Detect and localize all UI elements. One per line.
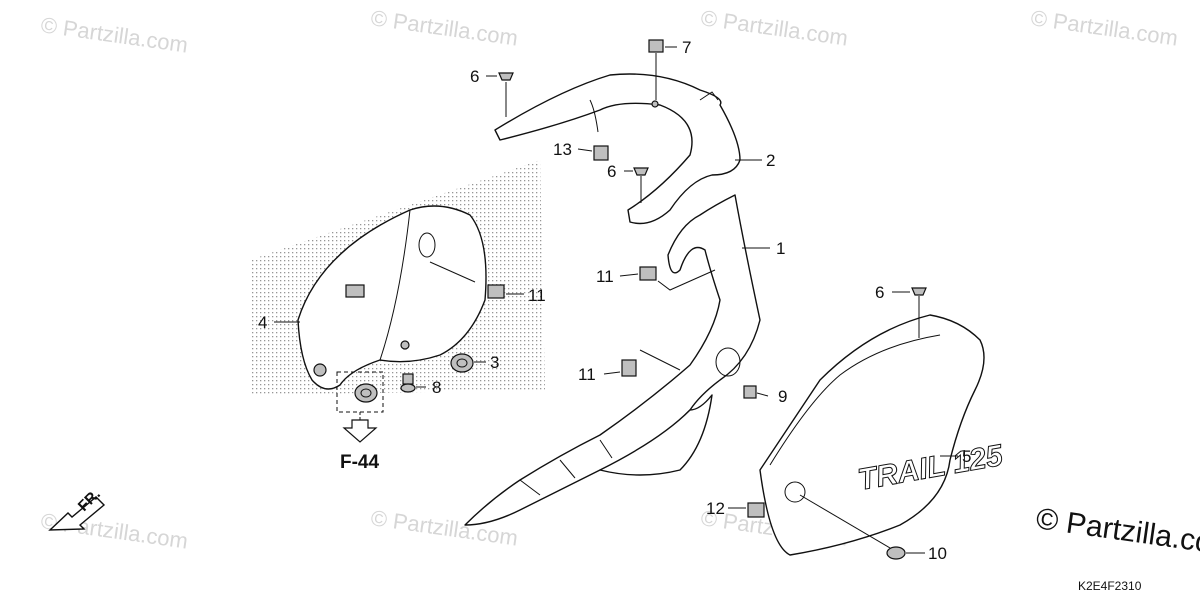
callout-4: 4 xyxy=(258,313,267,332)
part-7-nut xyxy=(648,39,664,53)
watermark: © Partzilla.com xyxy=(699,5,849,50)
part-2-grab-rail xyxy=(494,73,741,225)
reference-label: F-44 xyxy=(340,452,380,473)
callout-6c: 6 xyxy=(875,283,884,302)
callout-5: 5 xyxy=(962,447,971,466)
callout-3: 3 xyxy=(490,353,499,372)
callout-10: 10 xyxy=(928,544,947,563)
part-6-screws xyxy=(498,72,927,296)
watermark: © Partzilla.com xyxy=(39,12,189,57)
callout-11a: 11 xyxy=(528,286,546,305)
watermark: © Partzilla.com xyxy=(369,5,519,50)
f44-reference: F-44 xyxy=(340,412,380,473)
callout-2: 2 xyxy=(766,151,775,170)
part-4-left-cover xyxy=(297,205,487,390)
part-11-clips xyxy=(487,266,657,377)
callout-12: 12 xyxy=(706,499,725,518)
callout-1: 1 xyxy=(776,239,785,258)
callout-7: 7 xyxy=(682,38,691,57)
part-13-clip xyxy=(593,145,609,161)
callouts: 1 2 3 4 5 6 6 6 7 8 9 10 11 11 11 12 13 xyxy=(258,38,971,563)
callout-13: 13 xyxy=(553,140,572,159)
watermark-main: © Partzilla.com xyxy=(1034,502,1200,563)
watermark: © Partzilla.com xyxy=(39,508,189,553)
part-10-bolt xyxy=(886,546,906,560)
part-3-grommet xyxy=(450,353,474,373)
callout-6a: 6 xyxy=(470,67,479,86)
callout-8: 8 xyxy=(432,378,441,397)
watermark: © Partzilla.com xyxy=(1029,5,1179,50)
part-1-side-rail xyxy=(464,194,761,526)
part-5-right-cover: TRAIL 125 xyxy=(759,314,1007,556)
leader-lines xyxy=(274,46,958,554)
callout-9: 9 xyxy=(778,387,787,406)
part-8-bolt xyxy=(400,373,416,393)
part-12-clip xyxy=(747,502,765,518)
diagram-code: K2E4F2310 xyxy=(1078,579,1142,593)
part-9-bolt xyxy=(743,385,757,399)
callout-11b: 11 xyxy=(596,267,614,286)
callout-11c: 11 xyxy=(578,365,596,384)
callout-6b: 6 xyxy=(607,162,616,181)
